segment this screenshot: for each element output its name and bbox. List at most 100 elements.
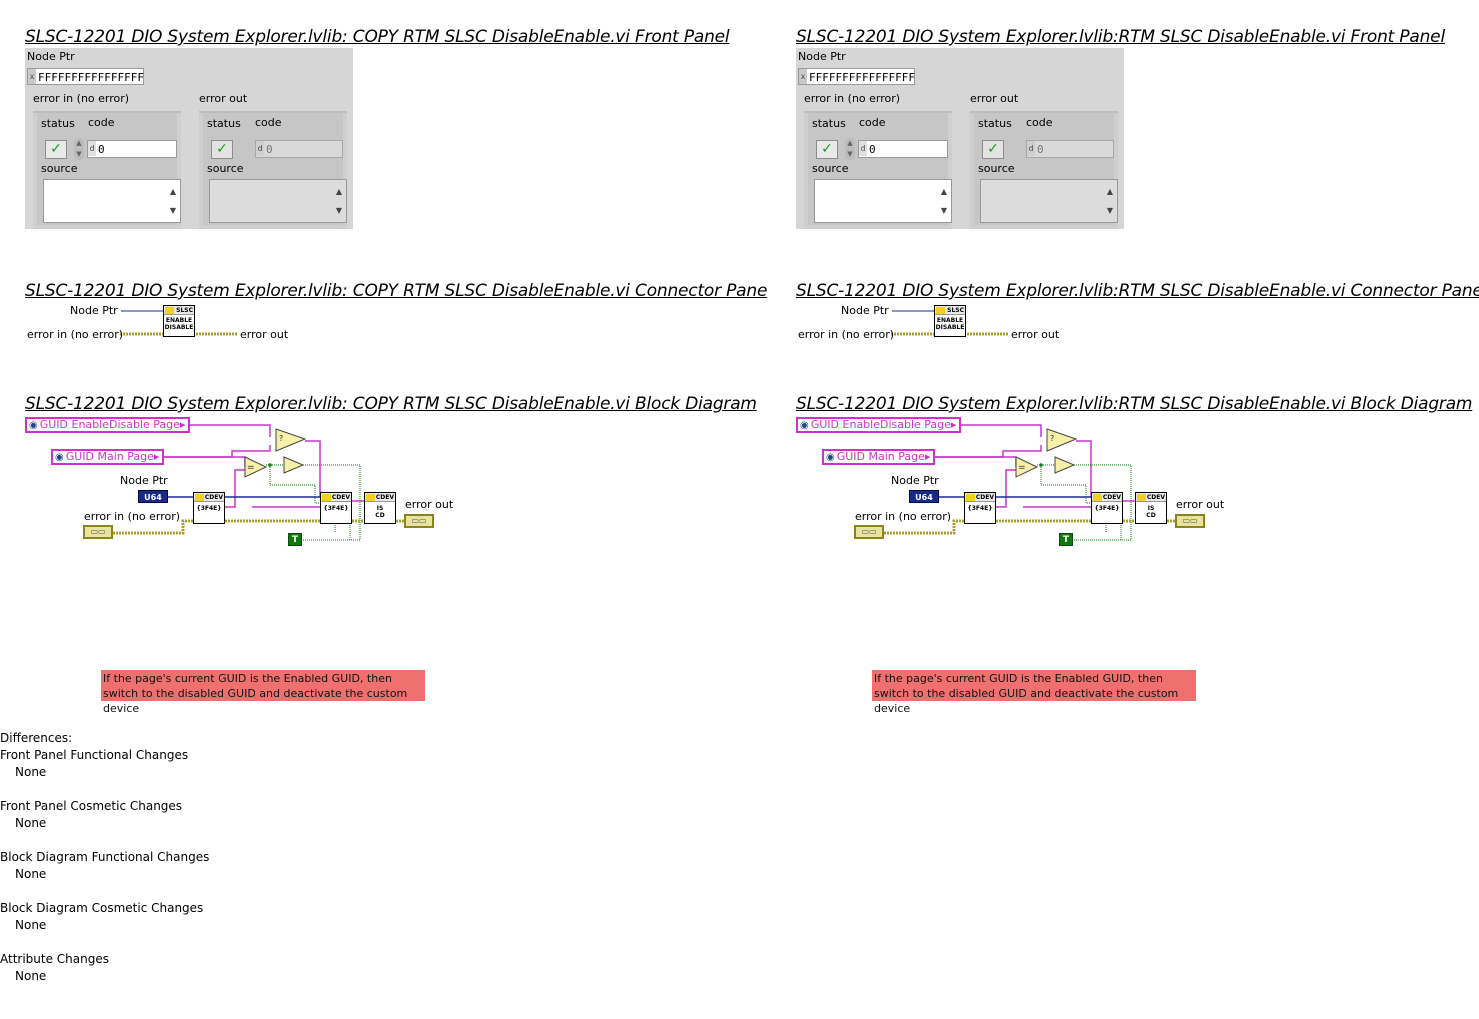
get-cdev-guid-subvi[interactable]: CDEV {3F4E} <box>964 492 996 524</box>
code-label: code <box>88 116 115 129</box>
diff-label: Block Diagram Cosmetic Changes <box>0 901 204 915</box>
not-node[interactable] <box>283 456 305 474</box>
radix-indicator: d <box>88 141 96 156</box>
error-out-terminal[interactable]: ▭▭ <box>404 514 434 528</box>
status-checkbox[interactable]: ✓ <box>816 140 838 159</box>
select-node[interactable] <box>275 428 307 452</box>
diff-value: None <box>15 969 47 983</box>
status-indicator: ✓ <box>982 140 1004 159</box>
svg-text:?: ? <box>279 434 283 443</box>
subvi-band-text: CDEV <box>1102 494 1121 501</box>
icon-text-disable: DISABLE <box>164 324 194 331</box>
svg-text:?: ? <box>1050 434 1054 443</box>
diff-item: Block Diagram Cosmetic Changes None <box>0 900 209 934</box>
source-scrollbar[interactable]: ▲▼ <box>335 187 343 215</box>
radix-indicator: d <box>859 141 867 156</box>
globe-icon: ◉ <box>29 420 38 431</box>
node-ptr-label: Node Ptr <box>27 50 75 63</box>
set-cdev-guid-subvi[interactable]: CDEV {3F4E} <box>1091 492 1123 524</box>
subvi-band-text: CDEV <box>331 494 350 501</box>
error-in-terminal[interactable]: ▭▭ <box>854 525 884 539</box>
diff-label: Attribute Changes <box>0 952 109 966</box>
code-label: code <box>255 116 282 129</box>
error-in-cluster[interactable]: status code ✓ ▲▼ d 0 source ▲▼ <box>33 111 181 229</box>
block-diagram-wires: ? = <box>113 424 405 541</box>
subvi-cd-text: CD <box>375 512 385 519</box>
code-increment-arrows[interactable]: ▲▼ <box>74 138 84 160</box>
connector-pane-wires <box>891 310 1008 336</box>
guid-enable-disable-constant[interactable]: ◉GUID EnableDisable Page▸ <box>796 417 962 433</box>
svg-text:=: = <box>247 463 255 473</box>
error-in-cluster[interactable]: status code ✓ ▲▼ d 0 source ▲▼ <box>804 111 952 229</box>
guid-enable-text: GUID EnableDisable Page <box>39 418 180 431</box>
subvi-cd-text: CD <box>1146 512 1156 519</box>
subvi-is-text: IS <box>376 505 384 512</box>
select-node[interactable] <box>1046 428 1078 452</box>
source-scrollbar[interactable]: ▲▼ <box>940 187 948 215</box>
set-cdev-guid-subvi[interactable]: CDEV {3F4E} <box>320 492 352 524</box>
differences-summary: Differences: Front Panel Functional Chan… <box>0 730 209 1002</box>
subvi-band-text: CDEV <box>975 494 994 501</box>
diff-value: None <box>15 816 47 830</box>
error-out-cluster: status code ✓ d 0 source ▲▼ <box>970 111 1118 229</box>
status-label: status <box>978 117 1012 130</box>
error-in-label: error in (no error) <box>804 92 901 105</box>
status-label: status <box>207 117 241 130</box>
bd-node-ptr-label: Node Ptr <box>120 474 168 487</box>
source-textbox[interactable]: ▲▼ <box>814 179 952 223</box>
code-input[interactable]: d 0 <box>858 140 948 158</box>
error-in-terminal[interactable]: ▭▭ <box>83 525 113 539</box>
node-ptr-terminal[interactable]: U64 <box>138 490 168 503</box>
subvi-band-text: CDEV <box>204 494 223 501</box>
differences-header: Differences: <box>0 731 73 745</box>
code-increment-arrows[interactable]: ▲▼ <box>845 138 855 160</box>
true-constant[interactable]: T <box>288 533 302 546</box>
source-textbox[interactable]: ▲▼ <box>43 179 181 223</box>
code-value: 0 <box>98 143 105 156</box>
equal-node[interactable] <box>244 456 268 478</box>
diff-label: Block Diagram Functional Changes <box>0 850 210 864</box>
diff-value: None <box>15 765 47 779</box>
cp-error-out-label: error out <box>1011 328 1060 341</box>
guid-main-page-constant[interactable]: ◉GUID Main Page▸ <box>822 449 936 465</box>
bd-error-in-label: error in (no error) <box>855 510 952 523</box>
true-constant[interactable]: T <box>1059 533 1073 546</box>
node-ptr-terminal[interactable]: U64 <box>909 490 939 503</box>
connector-pane-wires <box>120 310 237 336</box>
globe-icon: ◉ <box>826 452 835 463</box>
diff-label: Front Panel Functional Changes <box>0 748 189 762</box>
cp-node-ptr-label: Node Ptr <box>841 304 889 317</box>
diff-item: Front Panel Cosmetic Changes None <box>0 798 209 832</box>
error-out-cluster: status code ✓ d 0 source ▲▼ <box>199 111 347 229</box>
error-out-label: error out <box>970 92 1019 105</box>
subvi-guid-text: {3F4E} <box>323 505 349 512</box>
bd-error-in-label: error in (no error) <box>84 510 181 523</box>
error-out-terminal[interactable]: ▭▭ <box>1175 514 1205 528</box>
source-scrollbar[interactable]: ▲▼ <box>1106 187 1114 215</box>
equal-node[interactable] <box>1015 456 1039 478</box>
guid-enable-disable-constant[interactable]: ◉GUID EnableDisable Page▸ <box>25 417 191 433</box>
source-label: source <box>207 162 244 175</box>
guid-enable-text: GUID EnableDisable Page <box>810 418 951 431</box>
radix-indicator: d <box>1027 141 1035 156</box>
code-value: 0 <box>1037 143 1044 156</box>
subvi-is-text: IS <box>1147 505 1155 512</box>
source-scrollbar[interactable]: ▲▼ <box>169 187 177 215</box>
not-node[interactable] <box>1054 456 1076 474</box>
globe-icon: ◉ <box>800 420 809 431</box>
node-ptr-control[interactable]: x FFFFFFFFFFFFFFFF <box>27 68 144 85</box>
globe-icon: ◉ <box>55 452 64 463</box>
status-checkbox[interactable]: ✓ <box>45 140 67 159</box>
code-input[interactable]: d 0 <box>87 140 177 158</box>
guid-main-text: GUID Main Page <box>836 450 925 463</box>
diff-item: Front Panel Functional Changes None <box>0 747 209 781</box>
node-ptr-control[interactable]: x FFFFFFFFFFFFFFFF <box>798 68 915 85</box>
code-value: 0 <box>266 143 273 156</box>
icon-band-text: SLSC <box>176 307 193 314</box>
get-cdev-guid-subvi[interactable]: CDEV {3F4E} <box>193 492 225 524</box>
guid-main-page-constant[interactable]: ◉GUID Main Page▸ <box>51 449 165 465</box>
